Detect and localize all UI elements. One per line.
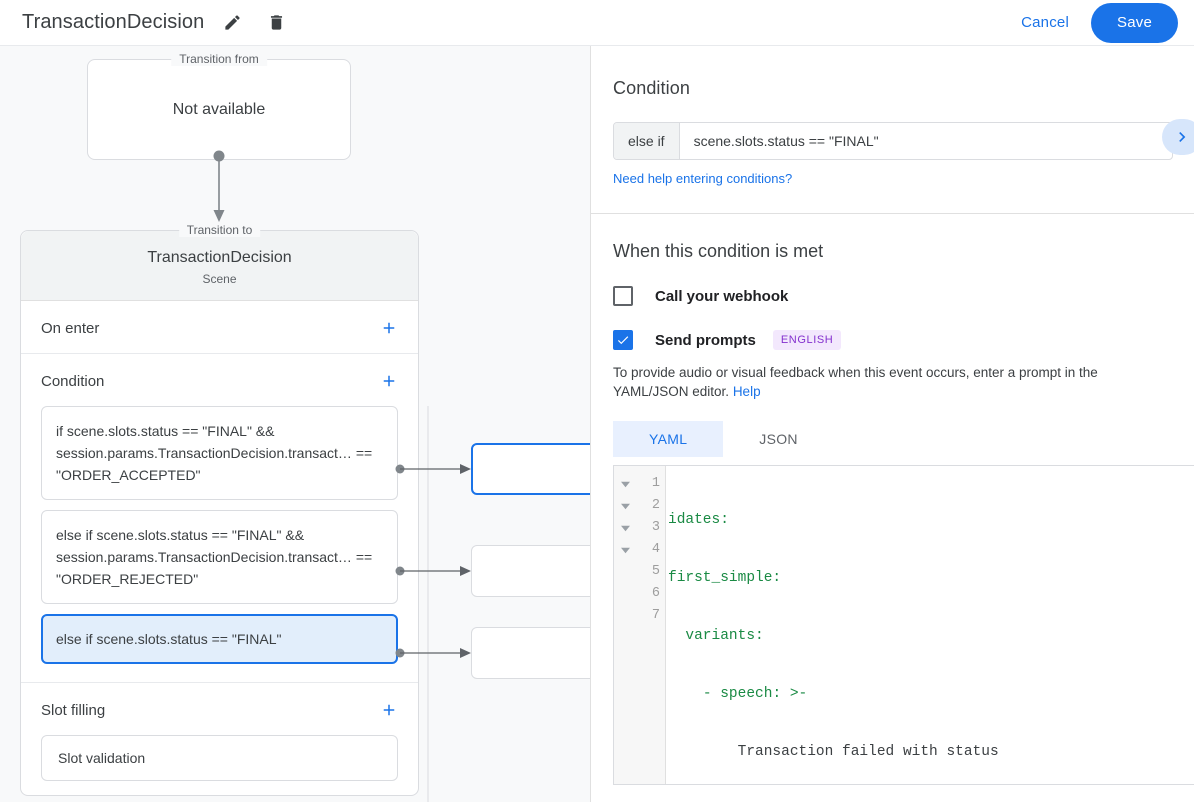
add-condition-button[interactable] xyxy=(378,370,400,392)
add-slot-filling-button[interactable] xyxy=(378,699,400,721)
editor-code-area[interactable]: idates: first_simple: variants: - speech… xyxy=(666,466,1194,784)
code-line-3: variants: xyxy=(685,628,764,644)
send-prompts-label: Send prompts xyxy=(655,331,756,349)
scene-canvas: Transition from Not available Transition… xyxy=(0,46,590,802)
code-line-5: Transaction failed with status xyxy=(668,744,999,760)
chevron-down-icon xyxy=(620,503,630,509)
code-editor[interactable]: 1 2 3 4 5 6 7 idates: first_simple: vari… xyxy=(613,465,1194,785)
target-node-2[interactable] xyxy=(471,545,590,597)
transition-from-value: Not available xyxy=(172,100,266,118)
send-prompts-checkbox[interactable] xyxy=(613,330,633,350)
condition-section: Condition else if Need help entering con… xyxy=(591,46,1194,188)
slot-filling-header: Slot filling xyxy=(21,683,418,735)
on-enter-title: On enter xyxy=(41,319,100,337)
webhook-checkbox-row[interactable]: Call your webhook xyxy=(613,286,1172,306)
call-webhook-label: Call your webhook xyxy=(655,287,789,305)
condition-header: Condition xyxy=(21,354,418,406)
line-number: 4 xyxy=(651,542,660,557)
chevron-down-icon xyxy=(620,525,630,531)
editor-line-numbers: 1 2 3 4 5 6 7 xyxy=(636,466,666,784)
chevron-down-icon xyxy=(620,481,630,487)
transition-from-card: Transition from Not available xyxy=(87,52,351,160)
condition-detail-panel: Condition else if Need help entering con… xyxy=(590,46,1194,802)
pencil-icon-glyph xyxy=(225,15,240,30)
fold-toggle-1[interactable] xyxy=(614,473,636,495)
add-on-enter-button[interactable] xyxy=(378,317,400,339)
check-icon xyxy=(617,336,629,345)
editor-fold-column xyxy=(614,466,636,784)
condition-item-2[interactable]: else if scene.slots.status == "FINAL" &&… xyxy=(41,510,398,604)
editor-format-tabs: YAML JSON xyxy=(613,421,1172,457)
chevron-right-icon-glyph xyxy=(1179,132,1186,142)
condition-help-link[interactable]: Need help entering conditions? xyxy=(613,171,793,186)
line-number: 6 xyxy=(651,586,660,601)
condition-title: Condition xyxy=(41,372,105,390)
when-met-heading: When this condition is met xyxy=(613,241,824,261)
target-node-3[interactable] xyxy=(471,627,590,679)
save-button[interactable]: Save xyxy=(1091,2,1178,43)
condition-item-3[interactable]: else if scene.slots.status == "FINAL" xyxy=(41,614,398,664)
fold-toggle-2[interactable] xyxy=(614,495,636,517)
transition-to-legend: Transition to xyxy=(178,223,261,237)
fold-toggle-4[interactable] xyxy=(614,539,636,561)
prompts-description: To provide audio or visual feedback when… xyxy=(613,363,1171,401)
condition-expression-input[interactable] xyxy=(679,123,1172,159)
scene-card-header: Transition to TransactionDecision Scene xyxy=(21,223,418,301)
fold-toggle-3[interactable] xyxy=(614,517,636,539)
chevron-right-icon[interactable] xyxy=(1162,119,1194,155)
code-line-1: idates: xyxy=(668,512,729,528)
cancel-button[interactable]: Cancel xyxy=(1007,6,1083,39)
slot-validation-item[interactable]: Slot validation xyxy=(41,735,398,781)
condition-item-1[interactable]: if scene.slots.status == "FINAL" && sess… xyxy=(41,406,398,500)
scene-type: Scene xyxy=(202,272,237,286)
tab-json[interactable]: JSON xyxy=(759,431,798,447)
top-app-bar: TransactionDecision Cancel Save xyxy=(0,0,1194,46)
when-condition-met-section: When this condition is met Call your web… xyxy=(591,214,1194,785)
trash-icon[interactable] xyxy=(260,7,292,39)
transition-from-legend: Transition from xyxy=(171,52,267,66)
condition-prefix-label: else if xyxy=(614,123,680,159)
panel-divider xyxy=(591,213,1194,214)
tab-yaml[interactable]: YAML xyxy=(613,421,724,457)
transition-to-card: Transition to TransactionDecision Scene … xyxy=(20,223,419,796)
section-condition: Condition if scene.slots.status == "FINA… xyxy=(21,354,418,683)
code-line-4: - speech: >- xyxy=(702,686,808,702)
line-number: 3 xyxy=(651,520,660,535)
line-number: 1 xyxy=(651,476,660,491)
line-number: 7 xyxy=(651,608,660,623)
plus-icon xyxy=(383,322,395,334)
slot-filling-title: Slot filling xyxy=(41,701,106,719)
target-node-1[interactable] xyxy=(471,443,590,495)
send-prompts-checkbox-row[interactable]: Send prompts ENGLISH xyxy=(613,330,1172,350)
condition-input-row: else if xyxy=(613,122,1173,160)
trash-icon-glyph xyxy=(270,15,282,30)
section-on-enter: On enter xyxy=(21,301,418,354)
plus-icon xyxy=(383,375,395,387)
line-number: 2 xyxy=(651,498,660,513)
scene-name: TransactionDecision xyxy=(147,249,292,266)
prompts-help-link[interactable]: Help xyxy=(732,384,761,399)
chevron-down-icon xyxy=(620,547,630,553)
panel-heading: Condition xyxy=(613,78,690,98)
code-line-2: first_simple: xyxy=(668,570,782,586)
pencil-icon[interactable] xyxy=(216,7,248,39)
language-badge: ENGLISH xyxy=(772,330,842,350)
call-webhook-checkbox[interactable] xyxy=(613,286,633,306)
line-number: 5 xyxy=(651,564,660,579)
condition-list: if scene.slots.status == "FINAL" && sess… xyxy=(21,406,418,682)
section-slot-filling: Slot filling Slot validation xyxy=(21,683,418,781)
plus-icon xyxy=(383,704,395,716)
prompts-description-text: To provide audio or visual feedback when… xyxy=(613,365,1098,399)
page-title: TransactionDecision xyxy=(22,11,205,33)
on-enter-header: On enter xyxy=(21,301,418,353)
